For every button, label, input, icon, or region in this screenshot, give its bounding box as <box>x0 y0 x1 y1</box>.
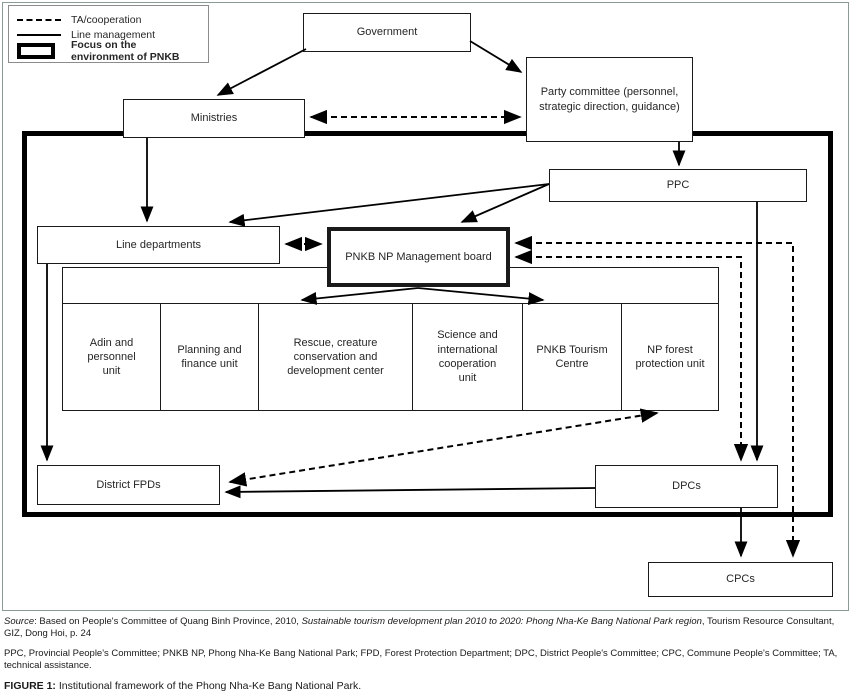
node-rescue-conservation-center: Rescue, creature conservation and develo… <box>259 304 413 410</box>
legend-label: Focus on the environment of PNKB <box>71 38 180 63</box>
node-admin-personnel-unit: Adin and personnel unit <box>63 304 161 410</box>
node-government: Government <box>303 13 471 52</box>
source-word: Source <box>4 616 35 627</box>
figure-caption-text: Institutional framework of the Phong Nha… <box>55 680 362 692</box>
legend-label: TA/cooperation <box>71 13 142 26</box>
figure-label: FIGURE 1: <box>4 680 56 692</box>
node-district-fpds: District FPDs <box>37 465 220 505</box>
node-ministries: Ministries <box>123 99 305 138</box>
abbreviations-note: PPC, Provincial People's Committee; PNKB… <box>4 648 838 671</box>
node-line-departments: Line departments <box>37 226 280 264</box>
source-tail: , Tourism Resource Consultant, GIZ, Dong… <box>4 616 835 639</box>
source-mid: : Based on People's Committee of Quang B… <box>34 616 302 627</box>
node-science-cooperation-unit: Science and international cooperation un… <box>413 304 523 410</box>
legend-item-focus-boundary: Focus on the environment of PNKB <box>17 39 200 63</box>
figure-caption: FIGURE 1: Institutional framework of the… <box>4 680 849 692</box>
pnkb-environment-boundary <box>22 131 833 517</box>
thick-box-swatch <box>17 42 61 59</box>
node-cpcs: CPCs <box>648 562 833 597</box>
source-title: Sustainable tourism development plan 201… <box>301 616 702 627</box>
legend-item-line-management: Line management <box>17 28 200 43</box>
node-ppc: PPC <box>549 169 807 202</box>
node-party-committee: Party committee (personnel, strategic di… <box>526 57 693 142</box>
figure-footer: Source: Based on People's Committee of Q… <box>4 616 849 692</box>
legend: TA/cooperation Line management Focus on … <box>8 5 209 63</box>
dashed-line-swatch <box>17 18 61 21</box>
legend-label: Line management <box>71 29 156 41</box>
node-pnkb-np-management-board: PNKB NP Management board <box>327 227 510 287</box>
node-pnkb-tourism-centre: PNKB Tourism Centre <box>523 304 622 410</box>
figure-frame <box>2 2 849 611</box>
units-row: Adin and personnel unit Planning and fin… <box>62 303 719 411</box>
source-note: Source: Based on People's Committee of Q… <box>4 616 849 639</box>
node-dpcs: DPCs <box>595 465 778 508</box>
node-np-forest-protection-unit: NP forest protection unit <box>635 343 705 370</box>
node-planning-finance-unit: Planning and finance unit <box>161 304 259 410</box>
solid-line-swatch <box>17 34 61 36</box>
legend-item-ta-cooperation: TA/cooperation <box>17 12 200 27</box>
